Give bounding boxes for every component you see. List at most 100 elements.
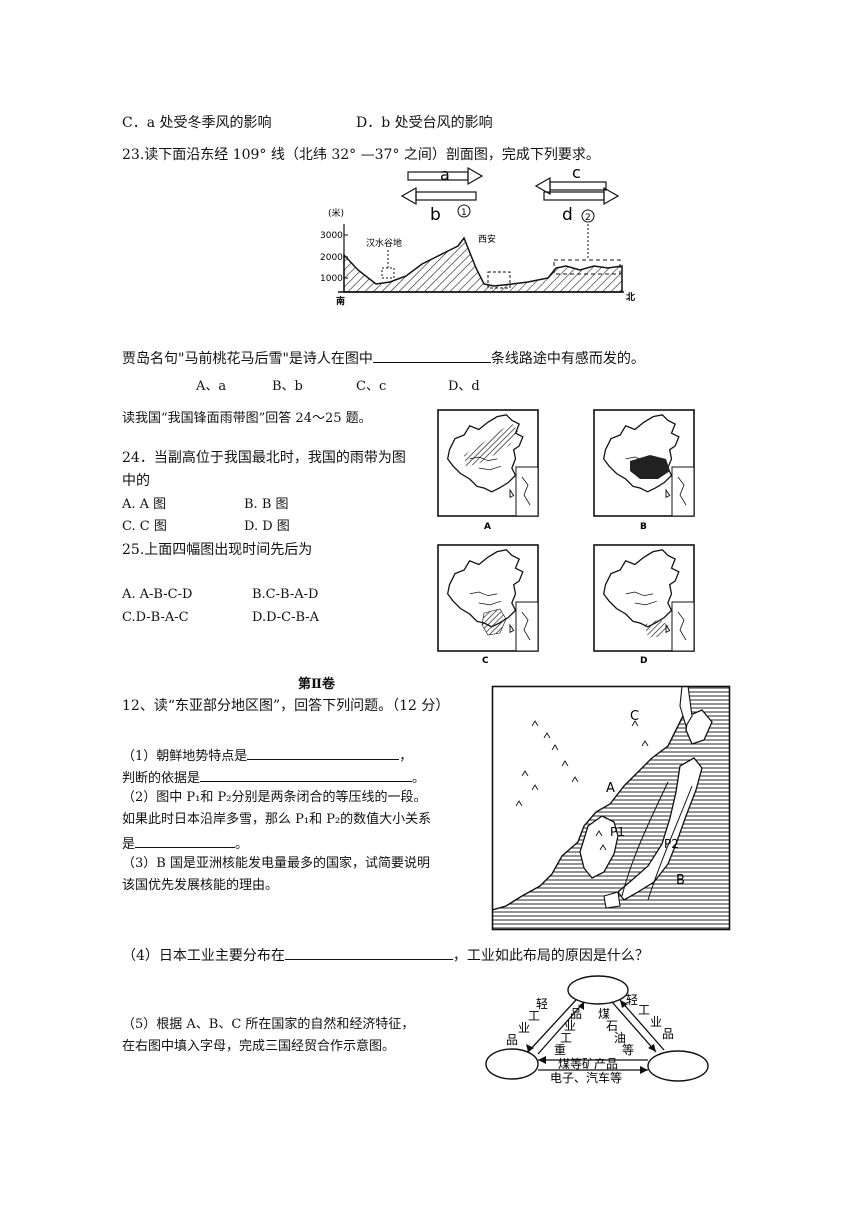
q12-part4-tail: ，工业如此布局的原因是什么？ (452, 948, 649, 964)
q24-option-c: C. C 图 (122, 519, 167, 534)
circle-right[interactable] (647, 1050, 709, 1082)
q23-profile-diagram: a b 1 c d 2 (米) 3000 2000 1000 南 北 汉水谷地 … (320, 163, 635, 307)
heavy-0: 重 (554, 1043, 566, 1057)
arrow-a (407, 166, 484, 186)
q23-answer-blank[interactable] (372, 348, 491, 363)
q24-stem-1: 24．当副高位于我国最北时，我国的雨带为图 (122, 450, 406, 466)
place-hanshui-valley: 汉水谷地 (366, 237, 402, 249)
light2-3: 品 (662, 1027, 674, 1041)
circle-2-label: 2 (585, 213, 591, 223)
circle-1-label: 1 (461, 208, 467, 218)
terrain-profile (343, 236, 623, 293)
light1-2: 业 (518, 1021, 530, 1035)
coal-0: 煤 (598, 1007, 610, 1021)
q23-option-d: D、d (448, 379, 480, 394)
q25-option-d: D.D-C-B-A (252, 610, 320, 625)
q25-option-b: B.C-B-A-D (252, 587, 319, 602)
q25-stem: 25.上面四幅图出现时间先后为 (122, 542, 313, 558)
coal-2: 油 (614, 1031, 626, 1045)
light2-0: 轻 (626, 993, 638, 1007)
map-label-b: B (676, 873, 685, 888)
section-2-title: 第Ⅱ卷 (298, 677, 335, 692)
q12-part1-a-tail: ， (399, 749, 413, 764)
q22-option-c: C．a 处受冬季风的影响 (122, 115, 272, 131)
rainbelt-maps: A B C D (437, 409, 695, 666)
coal-1: 石 (606, 1019, 618, 1033)
q23-poem: 贾岛名句"马前桃花马后雪"是诗人在图中 条线路途中有感而发的。 (122, 348, 645, 368)
circle-1 (457, 204, 471, 218)
q12-part2-c: 是。 (122, 833, 248, 854)
q12-part5-b: 在右图中填入字母，完成三国经贸合作示意图。 (122, 1039, 396, 1054)
rainbelt-intro: 读我国“我国锋面雨带图”回答 24～25 题。 (122, 411, 372, 426)
q12-part1-blank-a[interactable] (247, 745, 400, 760)
map-b (593, 409, 695, 517)
q12-part4-blank[interactable] (284, 945, 453, 960)
q12-part2-b: 如果此时日本沿岸多雪，那么 P₁和 P₂的数值大小关系 (122, 812, 432, 827)
y-tick-3000: 3000 (320, 231, 343, 241)
map-label-p2: P2 (664, 837, 679, 851)
q12-part2-c-tail: 。 (235, 837, 249, 852)
q12-stem: 12、读“东亚部分地区图”，回答下列问题。（12 分） (122, 698, 450, 714)
y-tick-2000: 2000 (320, 253, 343, 263)
q23-option-a: A、a (196, 379, 227, 394)
light1-1: 工 (528, 1009, 540, 1023)
light2-1: 工 (638, 1003, 650, 1017)
q24-stem-2: 中的 (122, 473, 150, 489)
north-label: 北 (626, 291, 635, 303)
heavy-3: 品 (570, 1007, 582, 1021)
circle-2 (581, 209, 595, 223)
arrow-c (534, 176, 607, 196)
q23-stem: 23.读下面沿东经 109° 线（北纬 32° —37° 之间）剖面图，完成下列… (122, 147, 600, 163)
east-asia-map: C A P1 P2 B (491, 685, 731, 931)
label-c: c (572, 163, 581, 182)
q12-part1-b: 判断的依据是 。 (122, 767, 425, 788)
arrow-d (543, 186, 620, 206)
y-unit: (米) (328, 207, 344, 219)
label-d: d (562, 205, 573, 225)
map-c (437, 544, 539, 652)
q12-part5-a: （5）根据 A、B、C 所在国家的自然和经济特征， (122, 1017, 415, 1032)
q12-part1-b-tail: 。 (412, 771, 426, 786)
q12-part1-blank-b[interactable] (200, 767, 413, 782)
q23-option-b: B、b (272, 379, 303, 394)
light2-2: 业 (650, 1015, 662, 1029)
q12-part1-a-text: （1）朝鲜地势特点是 (122, 749, 248, 764)
place-xian: 西安 (478, 233, 496, 245)
trade-diagram: 轻 工 业 品 重 工 业 品 煤 石 油 等 轻 工 业 品 煤等矿产品 电子… (485, 975, 709, 1085)
q12-part4: （4）日本工业主要分布在 ，工业如此布局的原因是什么？ (122, 945, 649, 965)
q24-option-b: B. B 图 (244, 497, 289, 512)
q22-option-d: D．b 处受台风的影响 (356, 115, 493, 131)
q24-option-d: D. D 图 (244, 519, 290, 534)
q23-option-c: C、c (356, 379, 387, 394)
q12-part2-a: （2）图中 P₁和 P₂分别是两条闭合的等压线的一段。 (122, 790, 427, 805)
q12-part1-b-text: 判断的依据是 (122, 771, 201, 786)
q23-poem-text: 贾岛名句"马前桃花马后雪"是诗人在图中 (122, 351, 373, 367)
q12-part2-blank[interactable] (135, 833, 236, 848)
map-a-label: A (484, 522, 491, 532)
q12-part2-c-text: 是 (122, 837, 136, 852)
map-label-p1: P1 (610, 825, 625, 839)
q23-poem-tail: 条线路途中有感而发的。 (490, 351, 645, 367)
arrow-b (400, 186, 477, 206)
map-c-label: C (482, 656, 489, 666)
light1-0: 轻 (536, 997, 548, 1011)
y-tick-1000: 1000 (320, 274, 343, 284)
circle-left[interactable] (485, 1048, 539, 1080)
heavy-1: 工 (560, 1031, 572, 1045)
label-a: a (440, 165, 450, 184)
circle-top[interactable] (567, 975, 629, 1005)
q12-part3-a: （3）B 国是亚洲核能发电量最多的国家，试简要说明 (122, 856, 430, 871)
map-b-label: B (640, 522, 647, 532)
q12-part4-text: （4）日本工业主要分布在 (122, 948, 285, 964)
q12-part3-b: 该国优先发展核能的理由。 (122, 878, 279, 893)
heavy-2: 业 (564, 1019, 576, 1033)
map-a (437, 409, 539, 517)
q24-option-a: A. A 图 (122, 497, 167, 512)
q25-option-c: C.D-B-A-C (122, 610, 189, 625)
q25-option-a: A. A-B-C-D (122, 587, 193, 602)
map-label-c: C (630, 709, 639, 724)
label-b: b (430, 205, 441, 225)
coal-3: 等 (622, 1043, 634, 1057)
coal-mineral-label: 煤等矿产品 (558, 1057, 618, 1071)
map-d-label: D (640, 656, 647, 666)
